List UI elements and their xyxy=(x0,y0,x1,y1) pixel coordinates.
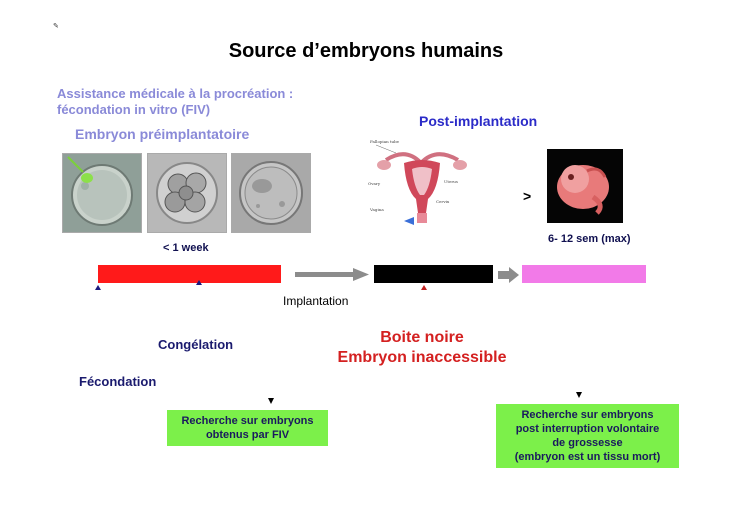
right-box-pointer xyxy=(576,392,582,398)
ivg-research-box: Recherche sur embryons post interruption… xyxy=(496,404,679,468)
ivg-research-line1: Recherche sur embryons xyxy=(521,409,654,421)
fecondation-label: Fécondation xyxy=(79,374,157,389)
congelation-label: Congélation xyxy=(158,337,234,352)
ivf-research-line2: obtenus par FIV xyxy=(205,429,290,441)
label-cervix: Cervix xyxy=(436,199,450,204)
preimplant-bar xyxy=(98,265,281,283)
fecondation-marker xyxy=(95,285,101,290)
ivf-research-box: Recherche sur embryons obtenus par FIV xyxy=(167,410,328,446)
preimplant-label: Embryon préimplantatoire xyxy=(75,126,250,142)
sem-label: 6- 12 sem (max) xyxy=(548,233,631,245)
left-box-pointer xyxy=(268,398,274,404)
label-tube: Fallopian tube xyxy=(370,139,400,144)
ivg-research-line4: (embryon est un tissu mort) xyxy=(514,451,661,463)
congelation-marker xyxy=(196,280,202,285)
label-uterus: Uterus xyxy=(444,179,458,184)
black-box-line1: Boite noire xyxy=(380,329,464,346)
implantation-label: Implantation xyxy=(283,294,349,308)
implantation-arrow xyxy=(295,268,369,281)
postimplant-label: Post-implantation xyxy=(419,113,538,129)
black-box-line2: Embryon inaccessible xyxy=(337,349,507,366)
greater-than-symbol: > xyxy=(523,188,532,204)
progression-arrow xyxy=(498,267,519,283)
blastocyst-photo xyxy=(231,153,311,233)
ivg-research-line2: post interruption volontaire xyxy=(515,423,660,435)
black-box-marker xyxy=(421,285,427,290)
corner-mark: ✎ xyxy=(53,23,59,30)
ivf-research-line1: Recherche sur embryons xyxy=(181,415,314,427)
cleavage-embryo-photo xyxy=(147,153,227,233)
slide-title: Source d’embryons humains xyxy=(228,40,504,62)
ivf-label: Assistance médicale à la procréation : f… xyxy=(57,86,294,117)
label-ovary: Ovary xyxy=(368,181,381,186)
uterus-diagram: Fallopian tube Ovary Uterus Cervix Vagin… xyxy=(368,139,467,225)
black-box-bar xyxy=(374,265,493,283)
label-vagina: Vagina xyxy=(369,207,384,212)
black-box-label: Boite noire Embryon inaccessible xyxy=(322,328,522,368)
oocyte-photo xyxy=(62,153,142,233)
ivg-research-line3: de grossesse xyxy=(552,437,623,449)
fetus-photo xyxy=(547,149,623,223)
week-label: < 1 week xyxy=(163,242,209,254)
post-ivg-bar xyxy=(522,265,646,283)
